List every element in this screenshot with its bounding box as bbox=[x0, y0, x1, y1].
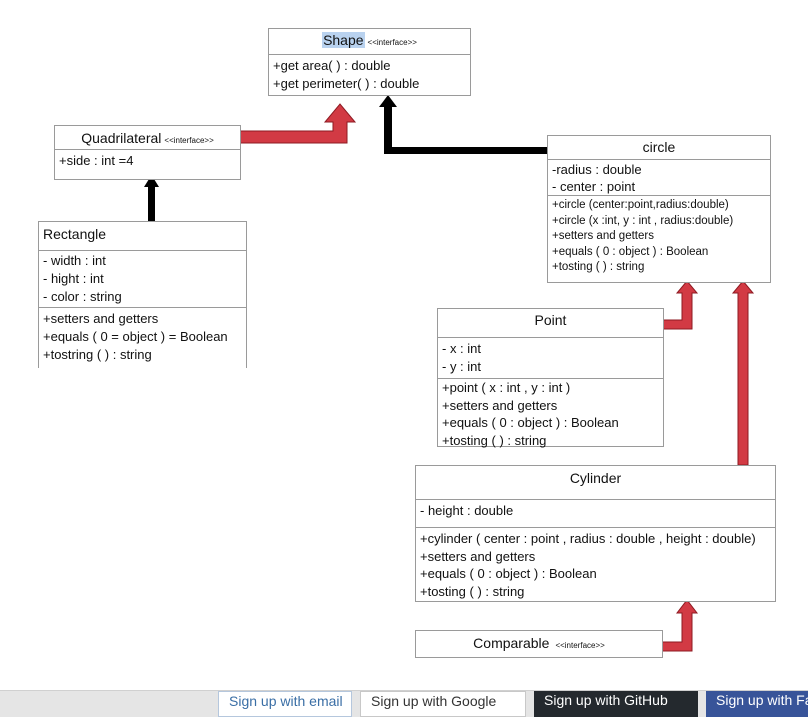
stereotype-label: <<interface>> bbox=[555, 641, 605, 650]
method-line: +point ( x : int , y : int ) bbox=[442, 380, 571, 395]
method-line: +circle (center:point,radius:double) bbox=[552, 199, 729, 211]
attributes-section: - x : int - y : int bbox=[438, 338, 663, 379]
class-header: Cylinder bbox=[416, 466, 775, 500]
signup-google-label: Sign up with Google bbox=[371, 693, 497, 709]
signup-google-button[interactable]: Sign up with Google bbox=[360, 691, 526, 717]
arrow-comparable-to-cylinder bbox=[661, 599, 699, 652]
methods-section: +point ( x : int , y : int ) +setters an… bbox=[438, 379, 663, 451]
method-line: +get perimeter( ) : double bbox=[273, 76, 420, 91]
attribute-line: - hight : int bbox=[43, 271, 104, 286]
signup-github-button[interactable]: Sign up with GitHub bbox=[534, 691, 698, 717]
class-name: Point bbox=[534, 312, 567, 328]
attribute-line: - center : point bbox=[552, 179, 636, 194]
class-header: circle bbox=[548, 136, 770, 160]
attribute-line: - color : string bbox=[43, 289, 122, 304]
attributes-section: +side : int =4 bbox=[55, 150, 240, 172]
class-box-comparable[interactable]: Comparable <<interface>> bbox=[415, 630, 663, 658]
class-name: Comparable bbox=[473, 635, 550, 651]
attribute-line: - height : double bbox=[420, 503, 514, 518]
method-line: +circle (x :int, y : int , radius:double… bbox=[552, 214, 734, 227]
class-box-circle[interactable]: circle -radius : double - center : point… bbox=[547, 135, 771, 283]
method-line: +setters and getters bbox=[420, 548, 536, 564]
attribute-line: - y : int bbox=[442, 359, 482, 374]
methods-section: +setters and getters +equals ( 0 = objec… bbox=[39, 308, 246, 366]
arrow-rectangle-to-quadrilateral bbox=[148, 186, 155, 222]
method-line: +equals ( 0 = object ) = Boolean bbox=[43, 329, 228, 344]
arrow-rectangle-to-quadrilateral-head bbox=[144, 175, 159, 187]
stereotype-label: <<interface>> bbox=[164, 136, 214, 145]
method-line: +tosting ( ) : string bbox=[442, 432, 547, 448]
attribute-line: - width : int bbox=[43, 253, 106, 268]
attribute-line: -radius : double bbox=[552, 162, 642, 177]
class-header: Shape<<interface>> bbox=[269, 29, 470, 55]
class-header: Point bbox=[438, 309, 663, 338]
signup-facebook-button[interactable]: Sign up with Facebook bbox=[706, 691, 808, 717]
class-name: Cylinder bbox=[569, 470, 622, 486]
method-line: +setters and getters bbox=[552, 230, 654, 242]
arrow-point-to-circle bbox=[661, 280, 699, 330]
method-line: +tosting ( ) : string bbox=[420, 583, 525, 599]
class-box-point[interactable]: Point - x : int - y : int +point ( x : i… bbox=[437, 308, 664, 448]
method-line: +equals ( 0 : object ) : Boolean bbox=[552, 245, 709, 258]
class-box-quadrilateral[interactable]: Quadrilateral<<interface>> +side : int =… bbox=[54, 125, 241, 180]
signup-email-label: Sign up with email bbox=[229, 693, 343, 709]
signup-github-label: Sign up with GitHub bbox=[544, 692, 668, 708]
attributes-section: - height : double bbox=[416, 500, 775, 528]
stereotype-label: <<interface>> bbox=[367, 38, 417, 47]
methods-section: +cylinder ( center : point , radius : do… bbox=[416, 528, 775, 602]
arrow-quadrilateral-to-shape bbox=[239, 103, 357, 144]
method-line: +setters and getters bbox=[442, 397, 558, 413]
method-line: +cylinder ( center : point , radius : do… bbox=[420, 531, 756, 546]
class-name: Rectangle bbox=[43, 226, 107, 242]
class-box-cylinder[interactable]: Cylinder - height : double +cylinder ( c… bbox=[415, 465, 776, 602]
method-line: +tostring ( ) : string bbox=[43, 347, 152, 362]
signup-buttons-bar: Sign up with email Sign up with Google S… bbox=[0, 690, 808, 717]
arrow-cylinder-to-circle bbox=[731, 280, 755, 466]
attribute-line: - x : int bbox=[442, 341, 482, 356]
attributes-section: -radius : double - center : point bbox=[548, 160, 770, 196]
arrow-circle-to-shape-head bbox=[379, 95, 397, 107]
attribute-line: +side : int =4 bbox=[59, 153, 134, 168]
method-line: +equals ( 0 : object ) : Boolean bbox=[442, 415, 619, 430]
class-header: Quadrilateral<<interface>> bbox=[55, 126, 240, 150]
methods-section: +get area( ) : double +get perimeter( ) … bbox=[269, 55, 470, 95]
class-box-rectangle[interactable]: Rectangle - width : int - hight : int - … bbox=[38, 221, 247, 368]
class-name: circle bbox=[642, 139, 676, 155]
class-name: Quadrilateral bbox=[81, 130, 162, 146]
method-line: +equals ( 0 : object ) : Boolean bbox=[420, 566, 597, 581]
arrow-circle-to-shape bbox=[384, 106, 548, 154]
class-box-shape[interactable]: Shape<<interface>> +get area( ) : double… bbox=[268, 28, 471, 96]
attributes-section: - width : int - hight : int - color : st… bbox=[39, 251, 246, 308]
class-header: Comparable <<interface>> bbox=[416, 631, 662, 657]
method-line: +setters and getters bbox=[43, 311, 159, 326]
methods-section: +circle (center:point,radius:double) +ci… bbox=[548, 196, 770, 278]
signup-facebook-label: Sign up with Facebook bbox=[716, 692, 808, 708]
method-line: +tosting ( ) : string bbox=[552, 261, 645, 273]
method-line: +get area( ) : double bbox=[273, 58, 391, 73]
signup-email-button[interactable]: Sign up with email bbox=[218, 691, 352, 717]
class-header: Rectangle bbox=[39, 222, 246, 251]
class-name: Shape bbox=[322, 32, 365, 48]
